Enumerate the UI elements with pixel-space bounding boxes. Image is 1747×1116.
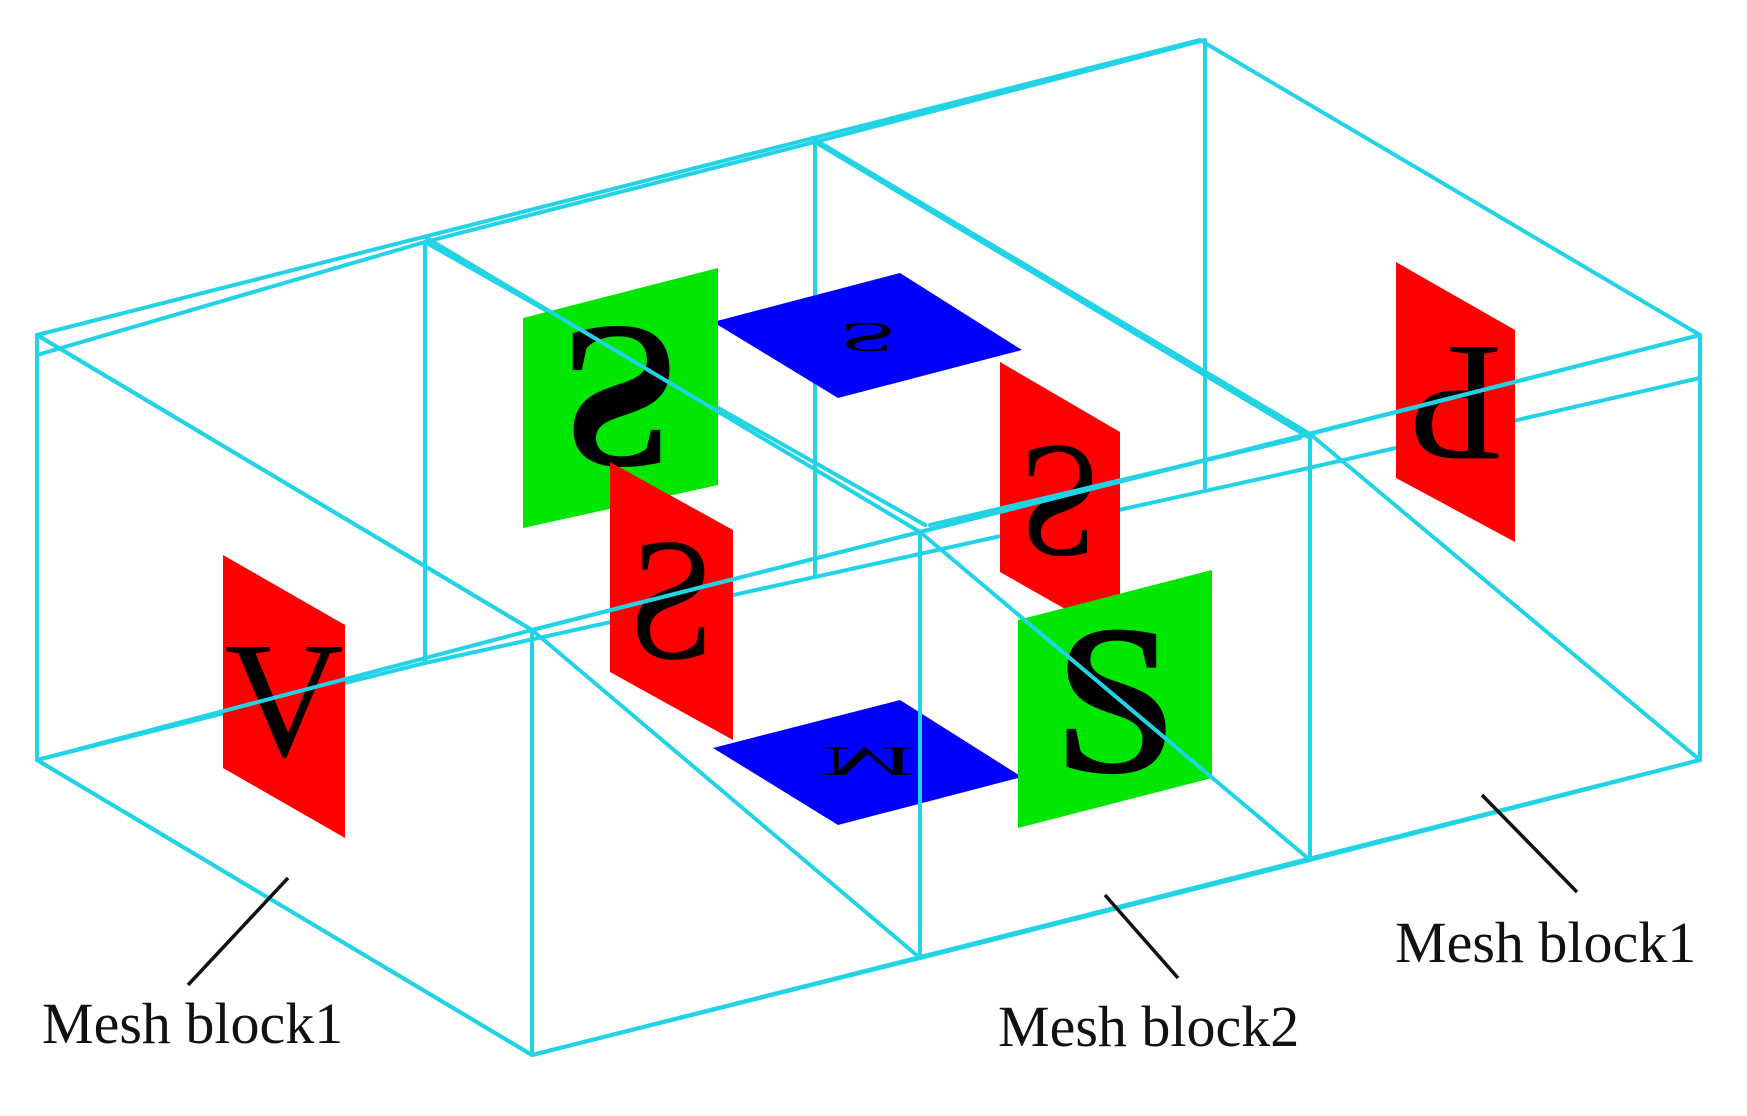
plate-north-red: S [610, 462, 733, 740]
plate-top-blue-panel [713, 273, 1022, 398]
plate-south-green-letter: S [1055, 580, 1175, 819]
plate-bottom-blue-panel [713, 700, 1022, 825]
plate-south-green: S [1018, 570, 1212, 828]
front-lower-diagonal-2 [918, 530, 1312, 862]
front-lower-diagonal-1 [530, 628, 922, 960]
front-bottom-divider-3 [1308, 758, 1702, 862]
front-mid-line-4 [1308, 333, 1702, 436]
front-bottom-divider-1 [530, 956, 922, 1057]
plate-bottom-blue: M [713, 700, 1022, 825]
front-mid-line [35, 628, 534, 762]
left-face-divider [35, 333, 534, 632]
leader-lines [186, 793, 1579, 987]
plate-north-red-panel [610, 462, 733, 740]
inner-diagonal-b [813, 140, 1312, 440]
plate-east-red-panel [1000, 362, 1120, 640]
label-mesh-block-right: Mesh block1 [1395, 910, 1696, 975]
front-lower-diagonal-3 [1308, 432, 1702, 762]
plate-north-green-panel [523, 268, 718, 528]
plate-bottom-blue-letter: M [822, 738, 915, 785]
top-divider-1 [423, 235, 922, 534]
plate-north-green: S [523, 268, 718, 528]
label-mesh-block-left: Mesh block1 [42, 991, 343, 1056]
plate-west-red-letter: V [224, 608, 343, 791]
wireframe-front-edges [35, 38, 1702, 1057]
front-mid-line-2 [530, 530, 922, 632]
plate-top-blue: S [713, 273, 1022, 398]
mid-upper-divider-line [35, 38, 1207, 357]
label-mesh-block-center: Mesh block2 [998, 994, 1299, 1059]
plate-south-green-panel [1018, 570, 1212, 828]
front-mid-line-3 [918, 432, 1312, 534]
plate-far-east: P [1396, 262, 1515, 542]
plate-far-east-panel [1396, 262, 1515, 542]
plate-top-blue-letter: S [839, 314, 897, 361]
top-divider-2 [810, 136, 1312, 436]
left-face-bottom [35, 758, 534, 1057]
leader-left [186, 876, 290, 987]
leader-right [1480, 793, 1579, 894]
leader-center [1103, 893, 1180, 980]
plate-north-red-letter: S [627, 503, 715, 696]
